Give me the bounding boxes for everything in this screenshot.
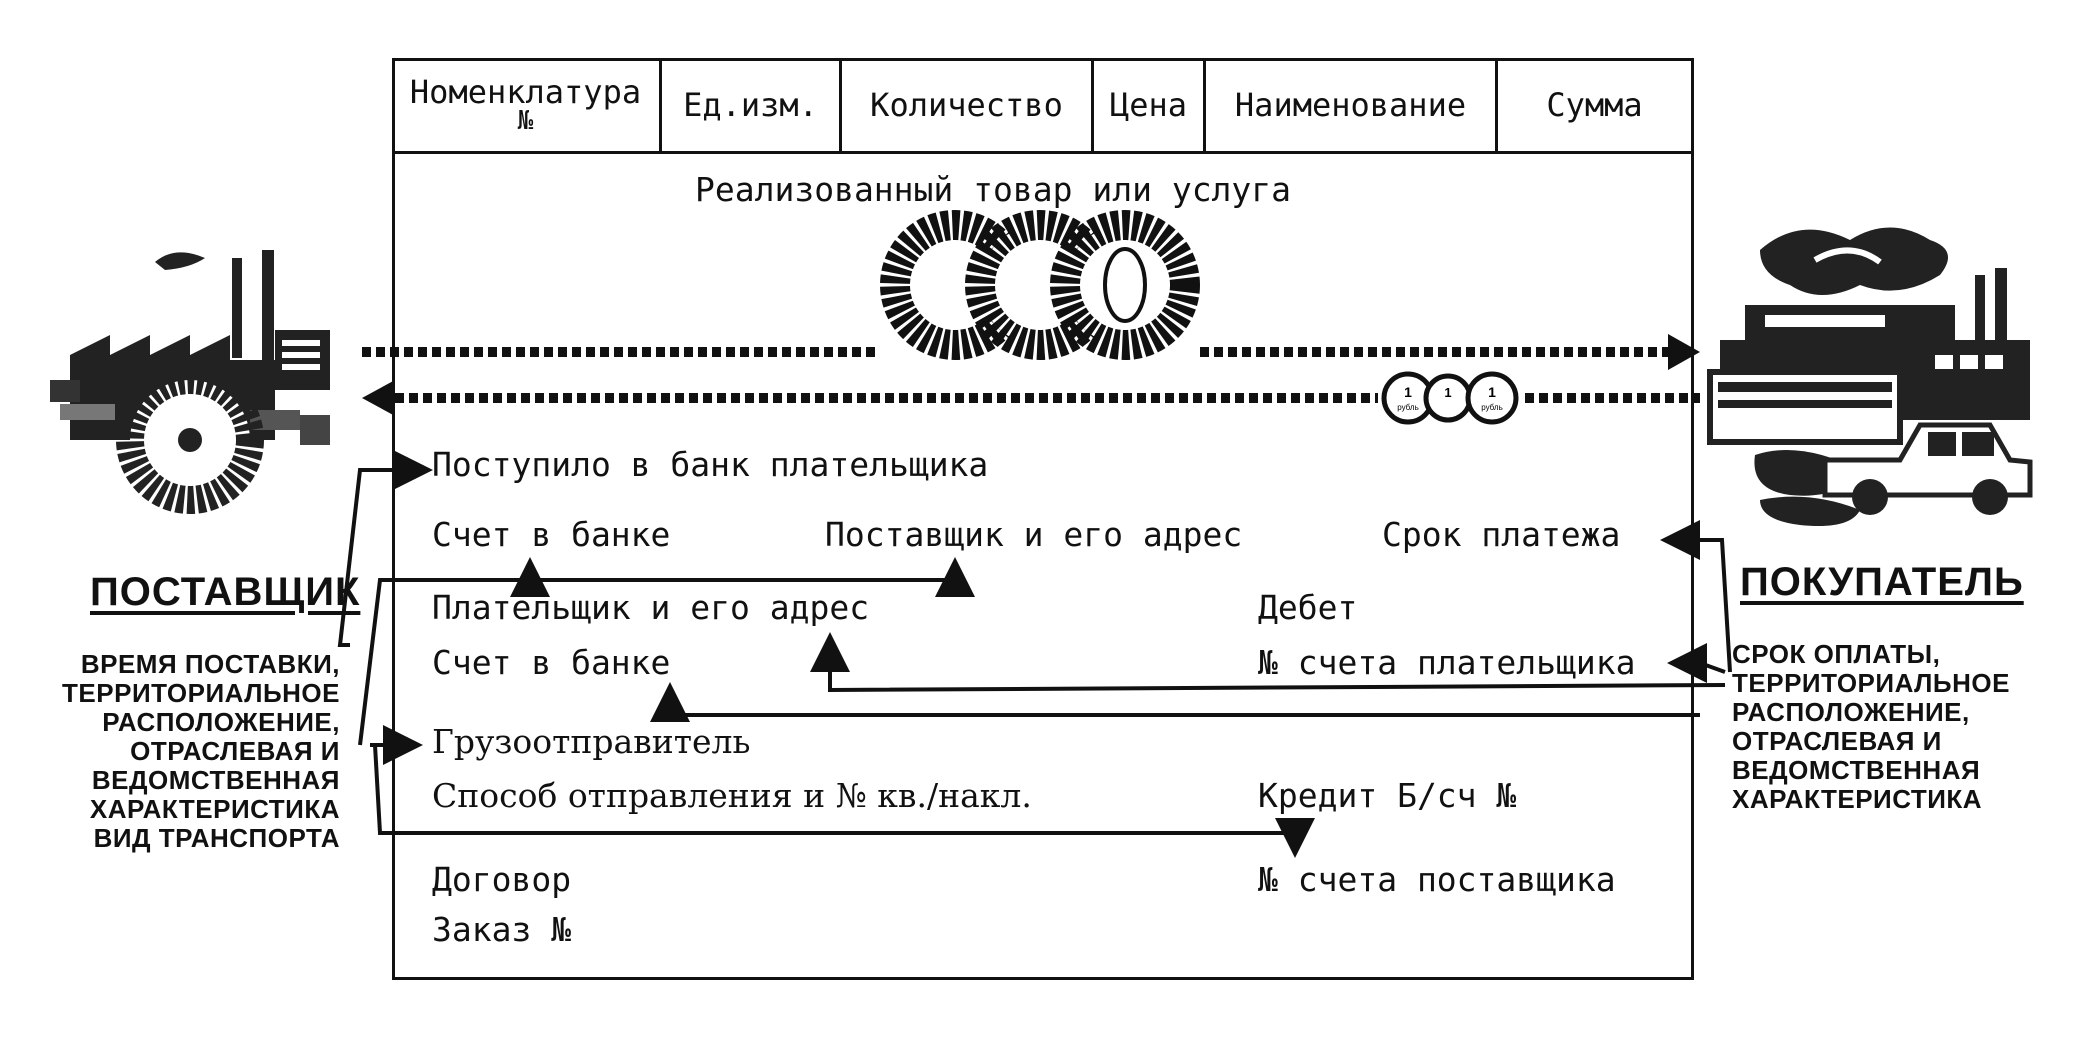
field-received-bank: Поступило в банк плательщика	[432, 445, 989, 484]
field-order-number: Заказ №	[432, 910, 572, 949]
field-contract: Договор	[432, 860, 572, 899]
field-shipper: Грузоотправитель	[432, 722, 751, 761]
supplier-line-6: ХАРАКТЕРИСТИКА	[89, 794, 340, 824]
coin-3-sub: рубль	[1481, 403, 1503, 412]
header-col-nomenclature-label: Номенклатура	[409, 72, 642, 111]
field-supplier-address: Поставщик и его адрес	[825, 515, 1243, 554]
buyer-arrow-payer-address	[810, 632, 1726, 693]
supplier-loop-line	[358, 557, 975, 746]
coin-1-sub: рубль	[1397, 403, 1419, 412]
header-col-sum: Сумма	[1546, 85, 1643, 124]
buyer-arrow-payer-account	[1667, 643, 1726, 683]
supplier-loop-bottom	[373, 744, 1315, 858]
buyer-characteristics: СРОК ОПЛАТЫ, ТЕРРИТОРИАЛЬНОЕ РАСПОЛОЖЕНИ…	[1732, 640, 2032, 814]
field-debit: Дебет	[1258, 588, 1358, 627]
field-supplier-account-number: № счета поставщика	[1258, 860, 1616, 899]
goods-flow-arrowhead	[1668, 334, 1700, 370]
buyer-line-4: ОТРАСЛЕВАЯ И	[1732, 726, 1942, 756]
header-col-quantity: Количество	[842, 58, 1094, 151]
car-icon	[1822, 422, 2033, 515]
header-col-price: Цена	[1094, 58, 1206, 151]
tire-icon	[880, 210, 1200, 360]
header-col-name: Наименование	[1206, 58, 1498, 151]
coin-icon	[1381, 371, 1519, 425]
header-col-nomenclature: Номенклатура №	[392, 58, 662, 151]
supplier-line-4: ОТРАСЛЕВАЯ И	[130, 736, 340, 766]
supplier-line-5: ВЕДОМСТВЕННАЯ	[91, 765, 340, 795]
document-frame	[392, 58, 1694, 980]
supplier-bracket	[337, 468, 405, 647]
header-col-nomenclature-sub: №	[517, 105, 534, 136]
buyer-title: ПОКУПАТЕЛЬ	[1740, 560, 2024, 604]
buyer-line-5: ВЕДОМСТВЕННАЯ	[1732, 755, 1981, 785]
field-shipment-method: Способ отправления и № кв./накл.	[432, 776, 1032, 815]
field-payer-address: Плательщик и его адрес	[432, 588, 870, 627]
buyer-arrow-payer-bank	[650, 682, 1700, 722]
field-payer-bank-account: Счет в банке	[432, 643, 671, 682]
field-supplier-bank-account: Счет в банке	[432, 515, 671, 554]
supplier-characteristics: ВРЕМЯ ПОСТАВКИ, ТЕРРИТОРИАЛЬНОЕ РАСПОЛОЖ…	[40, 650, 340, 853]
buyer-line-3: РАСПОЛОЖЕНИЕ,	[1732, 697, 1970, 727]
supplier-arrow-account	[380, 557, 550, 597]
supplier-line-1: ВРЕМЯ ПОСТАВКИ,	[80, 649, 340, 679]
buyer-line-6: ХАРАКТЕРИСТИКА	[1732, 784, 1983, 814]
field-credit: Кредит Б/сч №	[1258, 776, 1517, 815]
header-row: Номенклатура № Ед.изм. Количество Цена Н…	[392, 58, 1694, 154]
buyer-line-1: СРОК ОПЛАТЫ,	[1732, 639, 1941, 669]
supplier-title: ПОСТАВЩИК	[90, 570, 361, 614]
buyer-arrow-term	[1660, 520, 1732, 673]
field-payment-term: Срок платежа	[1382, 515, 1621, 554]
money-flow-arrowhead	[362, 380, 395, 416]
supplier-line-3: РАСПОЛОЖЕНИЕ,	[102, 707, 340, 737]
buyer-factory-icon	[1707, 227, 2030, 526]
smoke-icon	[1760, 227, 1948, 295]
supplier-line-7: ВИД ТРАНСПОРТА	[93, 823, 340, 853]
header-col-unit: Ед.изм.	[662, 58, 842, 151]
coin-3-label: 1	[1488, 384, 1496, 400]
product-label: Реализованный товар или услуга	[695, 170, 1292, 209]
coin-1-label: 1	[1404, 384, 1412, 400]
buyer-line-2: ТЕРРИТОРИАЛЬНОЕ	[1732, 668, 2010, 698]
factory-icon	[50, 250, 330, 514]
supplier-line-2: ТЕРРИТОРИАЛЬНОЕ	[62, 678, 340, 708]
coin-2-label: 1	[1444, 385, 1451, 400]
field-payer-account-number: № счета плательщика	[1258, 643, 1636, 682]
